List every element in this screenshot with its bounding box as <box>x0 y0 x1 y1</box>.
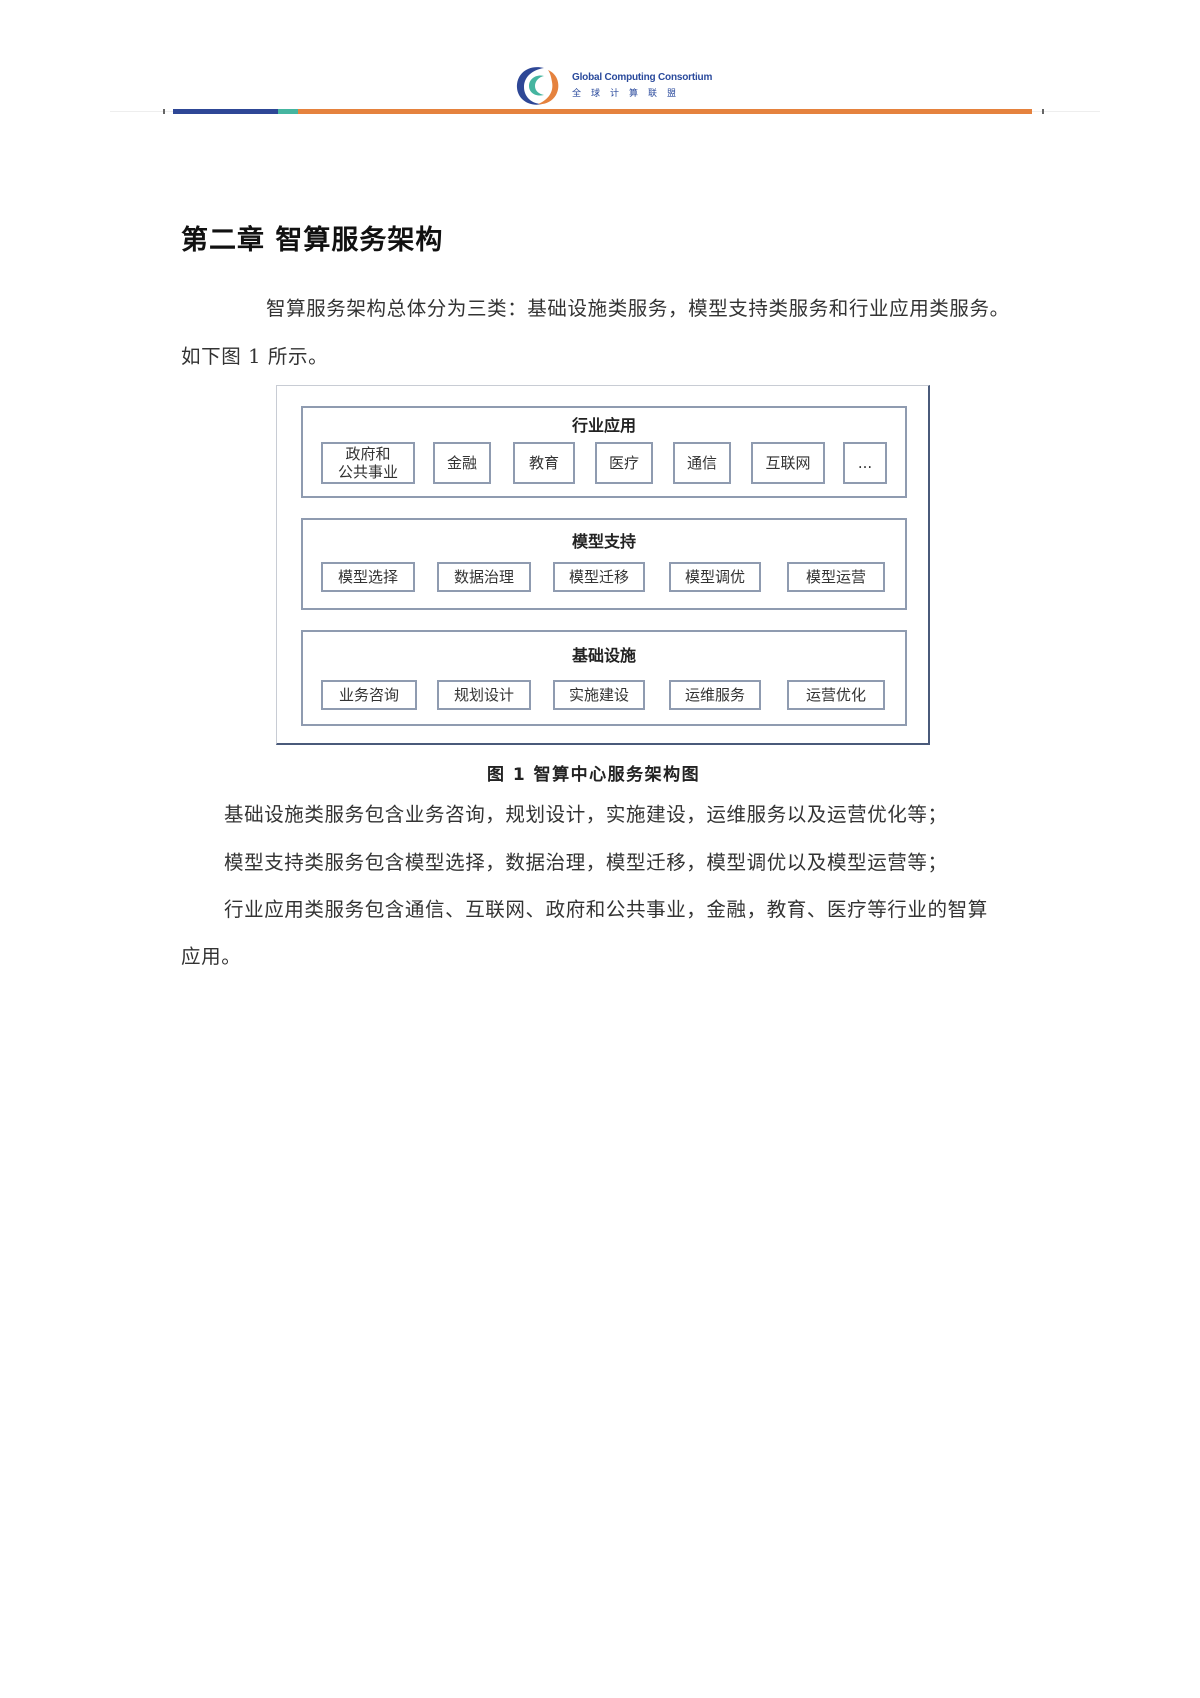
item-healthcare: 医疗 <box>595 442 653 484</box>
item-planning-design: 规划设计 <box>437 680 531 710</box>
body-paragraph-infrastructure: 基础设施类服务包含业务咨询，规划设计，实施建设，运维服务以及运营优化等； <box>224 803 948 826</box>
item-business-consulting: 业务咨询 <box>321 680 417 710</box>
item-internet: 互联网 <box>751 442 825 484</box>
logo-text-zh: 全球计算联盟 <box>572 89 687 99</box>
item-model-tuning: 模型调优 <box>669 562 761 592</box>
item-finance: 金融 <box>433 442 491 484</box>
body-paragraph-industry-line-2: 应用。 <box>181 945 242 968</box>
layer-infrastructure: 基础设施 业务咨询 规划设计 实施建设 运维服务 运营优化 <box>301 630 907 726</box>
layer-model-support: 模型支持 模型选择 数据治理 模型迁移 模型调优 模型运营 <box>301 518 907 610</box>
header-rule-teal <box>278 109 298 114</box>
item-implementation: 实施建设 <box>553 680 645 710</box>
header-logo: Global Computing Consortium 全球计算联盟 <box>514 64 714 108</box>
item-model-selection: 模型选择 <box>321 562 415 592</box>
header-rule-blue <box>173 109 278 114</box>
figure-caption: 图 1 智算中心服务架构图 <box>487 765 701 785</box>
layer-title: 模型支持 <box>571 532 636 551</box>
item-ops-optimization: 运营优化 <box>787 680 885 710</box>
gcc-logo-icon <box>516 67 559 105</box>
intro-line-1: 智算服务架构总体分为三类：基础设施类服务，模型支持类服务和行业应用类服务。 <box>266 297 1010 320</box>
item-government-public: 政府和 公共事业 <box>321 442 415 484</box>
logo-text-en: Global Computing Consortium <box>572 72 713 83</box>
item-telecom: 通信 <box>673 442 731 484</box>
item-ops-service: 运维服务 <box>669 680 761 710</box>
item-education: 教育 <box>513 442 575 484</box>
architecture-diagram: 行业应用 政府和 公共事业 金融 教育 医疗 通信 互联网 ... 模型支持 模… <box>276 385 930 745</box>
body-paragraph-model-support: 模型支持类服务包含模型选择，数据治理，模型迁移，模型调优以及模型运营等； <box>224 851 948 874</box>
body-paragraph-industry-line-1: 行业应用类服务包含通信、互联网、政府和公共事业，金融，教育、医疗等行业的智算 <box>224 898 988 921</box>
layer-title: 基础设施 <box>571 646 636 665</box>
header-tick-right <box>1042 109 1044 114</box>
layer-title: 行业应用 <box>571 416 636 435</box>
layer-industry-apps: 行业应用 政府和 公共事业 金融 教育 医疗 通信 互联网 ... <box>301 406 907 498</box>
header-tick-left <box>163 109 165 114</box>
header-rule-orange <box>298 109 1032 114</box>
chapter-title: 第二章 智算服务架构 <box>181 225 444 256</box>
item-model-operation: 模型运营 <box>787 562 885 592</box>
item-data-governance: 数据治理 <box>437 562 531 592</box>
intro-line-2: 如下图 1 所示。 <box>181 345 329 368</box>
item-model-migration: 模型迁移 <box>553 562 645 592</box>
item-more: ... <box>843 442 887 484</box>
